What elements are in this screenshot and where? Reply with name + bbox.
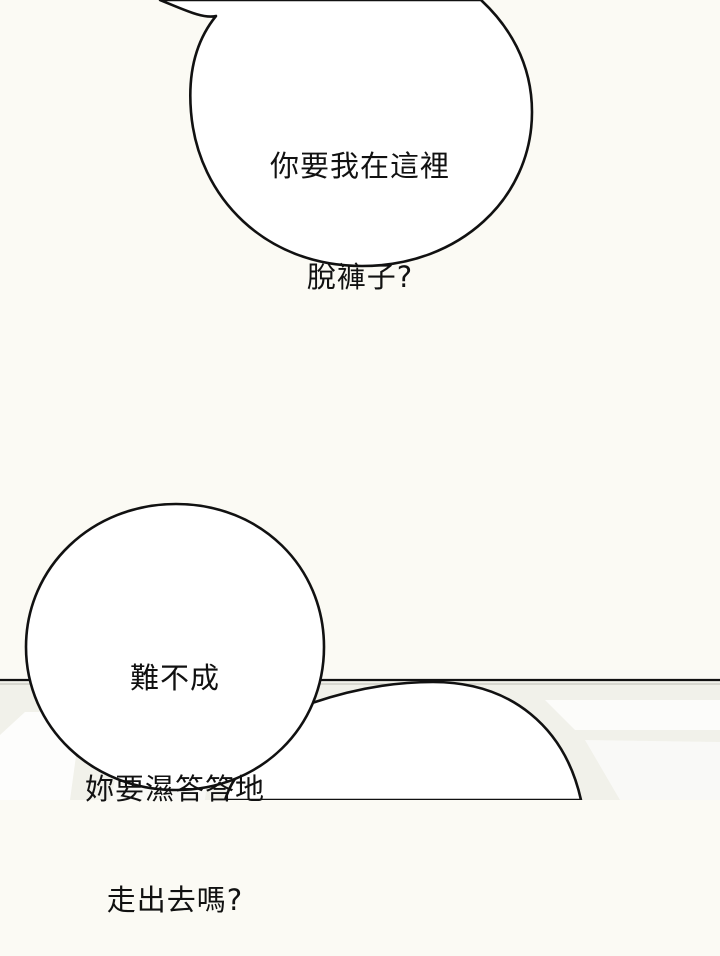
speech-line: 走出去嗎? [106,883,244,917]
floor-shadow-stripe [545,700,720,730]
speech-line: 你要我在這裡 [269,149,450,183]
speech-line: 難不成 [129,661,220,695]
speech-line: 妳要濕答答地 [84,772,265,806]
speech-bubble-bottom-left [24,502,326,792]
speech-line: 脫褲子? [306,260,414,294]
speech-bubble-top [158,0,534,268]
speech-bubble-top-text: 你要我在這裡 脫褲子? [230,74,490,333]
floor-shadow-stripe [585,740,720,800]
speech-bubble-bottom-left-text: 難不成 妳要濕答答地 走出去嗎? [50,586,300,956]
comic-panel-scene [0,0,720,800]
